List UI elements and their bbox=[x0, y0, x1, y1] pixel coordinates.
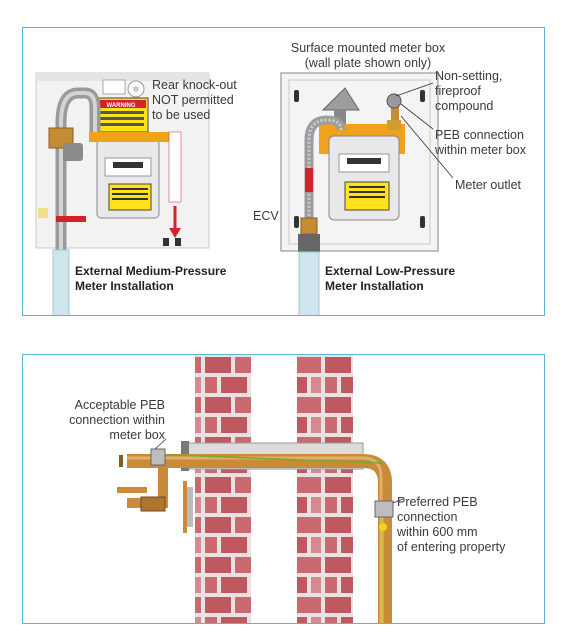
inner-brick-wall bbox=[195, 355, 251, 623]
medium-pressure-caption: External Medium-Pressure Meter Installat… bbox=[75, 264, 227, 293]
medium-pressure-meter-box: WARNING bbox=[35, 72, 210, 315]
meter-outlet-label: Meter outlet bbox=[455, 178, 522, 192]
non-setting-compound-label: Non-setting, fireproof compound bbox=[435, 69, 503, 113]
rear-knockout-label: Rear knock-out NOT permitted to be used bbox=[152, 78, 237, 122]
acceptable-peb-clamp bbox=[150, 448, 166, 466]
ecv-label: ECV bbox=[253, 209, 279, 223]
outer-brick-wall bbox=[297, 355, 353, 623]
peb-connection-panel: Acceptable PEB connection within meter b… bbox=[22, 354, 545, 624]
low-pressure-caption: External Low-Pressure Meter Installation bbox=[325, 264, 456, 293]
peb-connection-box-label: PEB connection within meter box bbox=[435, 128, 527, 157]
surface-meter-box-label: Surface mounted meter box (wall plate sh… bbox=[290, 41, 446, 70]
installation-diagram-panel: WARNING bbox=[22, 27, 545, 316]
warning-label: WARNING bbox=[107, 103, 136, 109]
preferred-peb-clamp bbox=[374, 500, 394, 518]
low-pressure-meter-box bbox=[280, 72, 454, 315]
preferred-peb-label: Preferred PEB connection within 600 mm o… bbox=[397, 495, 506, 554]
meter-installations-illustration: WARNING bbox=[35, 72, 454, 315]
acceptable-peb-label: Acceptable PEB connection within meter b… bbox=[69, 398, 165, 442]
wall-pipe-illustration bbox=[117, 355, 404, 623]
